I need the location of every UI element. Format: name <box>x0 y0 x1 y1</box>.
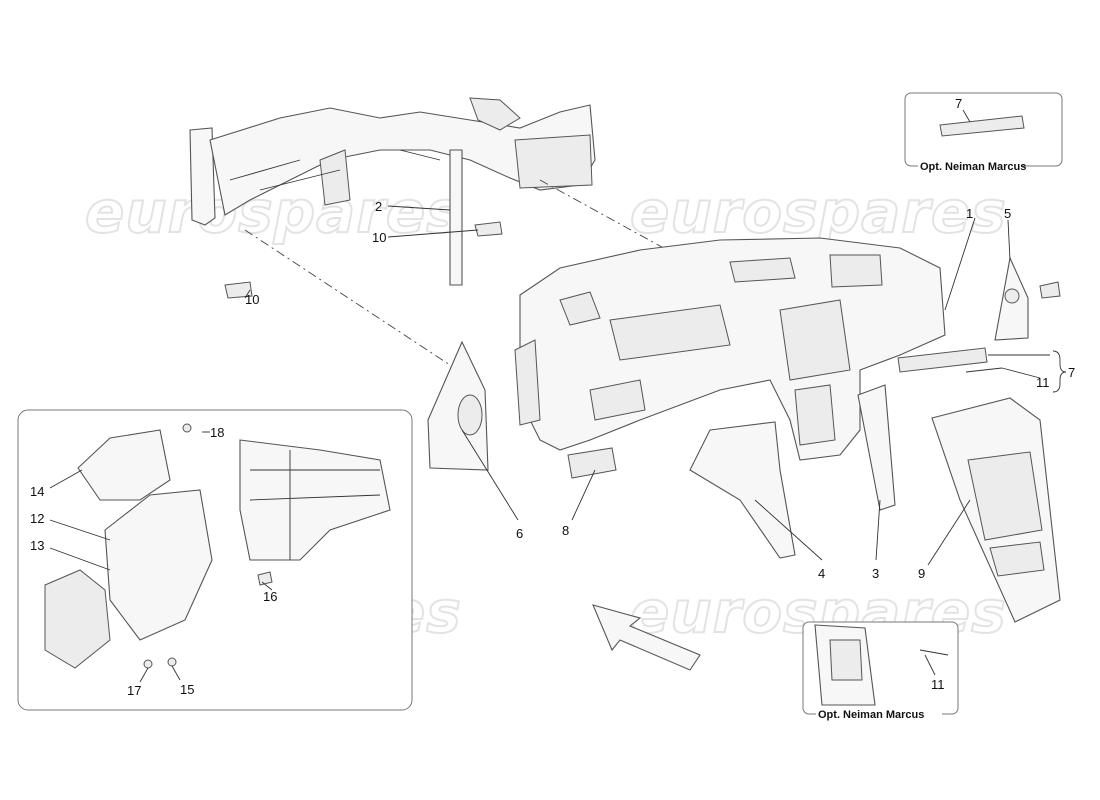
callout-6: 6 <box>516 526 523 541</box>
bracket-10-lower <box>224 281 253 299</box>
cross-member-frame <box>189 97 596 286</box>
callout-10-upper: 10 <box>372 230 386 245</box>
inset-option-top: 7 Opt. Neiman Marcus <box>904 92 1063 173</box>
callout-10-lower: 10 <box>245 292 259 307</box>
inset-option-bottom: 11 Opt. Neiman Marcus <box>802 621 959 721</box>
side-cover-right <box>994 256 1061 341</box>
trim-strip-7 <box>897 347 988 373</box>
callout-12: 12 <box>30 511 44 526</box>
callout-7: 7 <box>1068 365 1075 380</box>
direction-arrow-right <box>592 604 701 671</box>
inset-top-part-number: 7 <box>955 96 962 111</box>
callout-15: 15 <box>180 682 194 697</box>
callout-5: 5 <box>1004 206 1011 221</box>
watermark-top-right: eurospares <box>630 178 1007 246</box>
callout-18: 18 <box>210 425 224 440</box>
dashboard-assembly <box>514 237 946 461</box>
callout-4: 4 <box>818 566 825 581</box>
lower-panel-4 <box>689 421 796 559</box>
bracket-3 <box>857 384 896 511</box>
trim-8 <box>567 447 617 479</box>
center-console-9 <box>931 397 1061 623</box>
steering-column-parts <box>44 423 391 669</box>
callout-16: 16 <box>263 589 277 604</box>
side-cover-left <box>427 340 489 471</box>
callout-9: 9 <box>918 566 925 581</box>
leader-lines <box>49 205 1050 683</box>
badge-11 <box>965 367 1003 373</box>
callout-1: 1 <box>966 206 973 221</box>
callout-17: 17 <box>127 683 141 698</box>
callout-11: 11 <box>1036 375 1050 390</box>
callout-14: 14 <box>30 484 44 499</box>
callout-3: 3 <box>872 566 879 581</box>
brace-7-11 <box>1052 350 1067 393</box>
bracket-10-upper <box>474 221 503 237</box>
callout-2: 2 <box>375 199 382 214</box>
callout-labels: 1 2 3 4 5 6 7 8 9 10 10 11 12 13 14 15 1… <box>30 199 1075 698</box>
inset-top-caption: Opt. Neiman Marcus <box>920 161 1026 173</box>
inset-bottom-part-number: 11 <box>931 677 945 692</box>
callout-13: 13 <box>30 538 44 553</box>
inset-bottom-caption: Opt. Neiman Marcus <box>818 709 924 721</box>
callout-8: 8 <box>562 523 569 538</box>
